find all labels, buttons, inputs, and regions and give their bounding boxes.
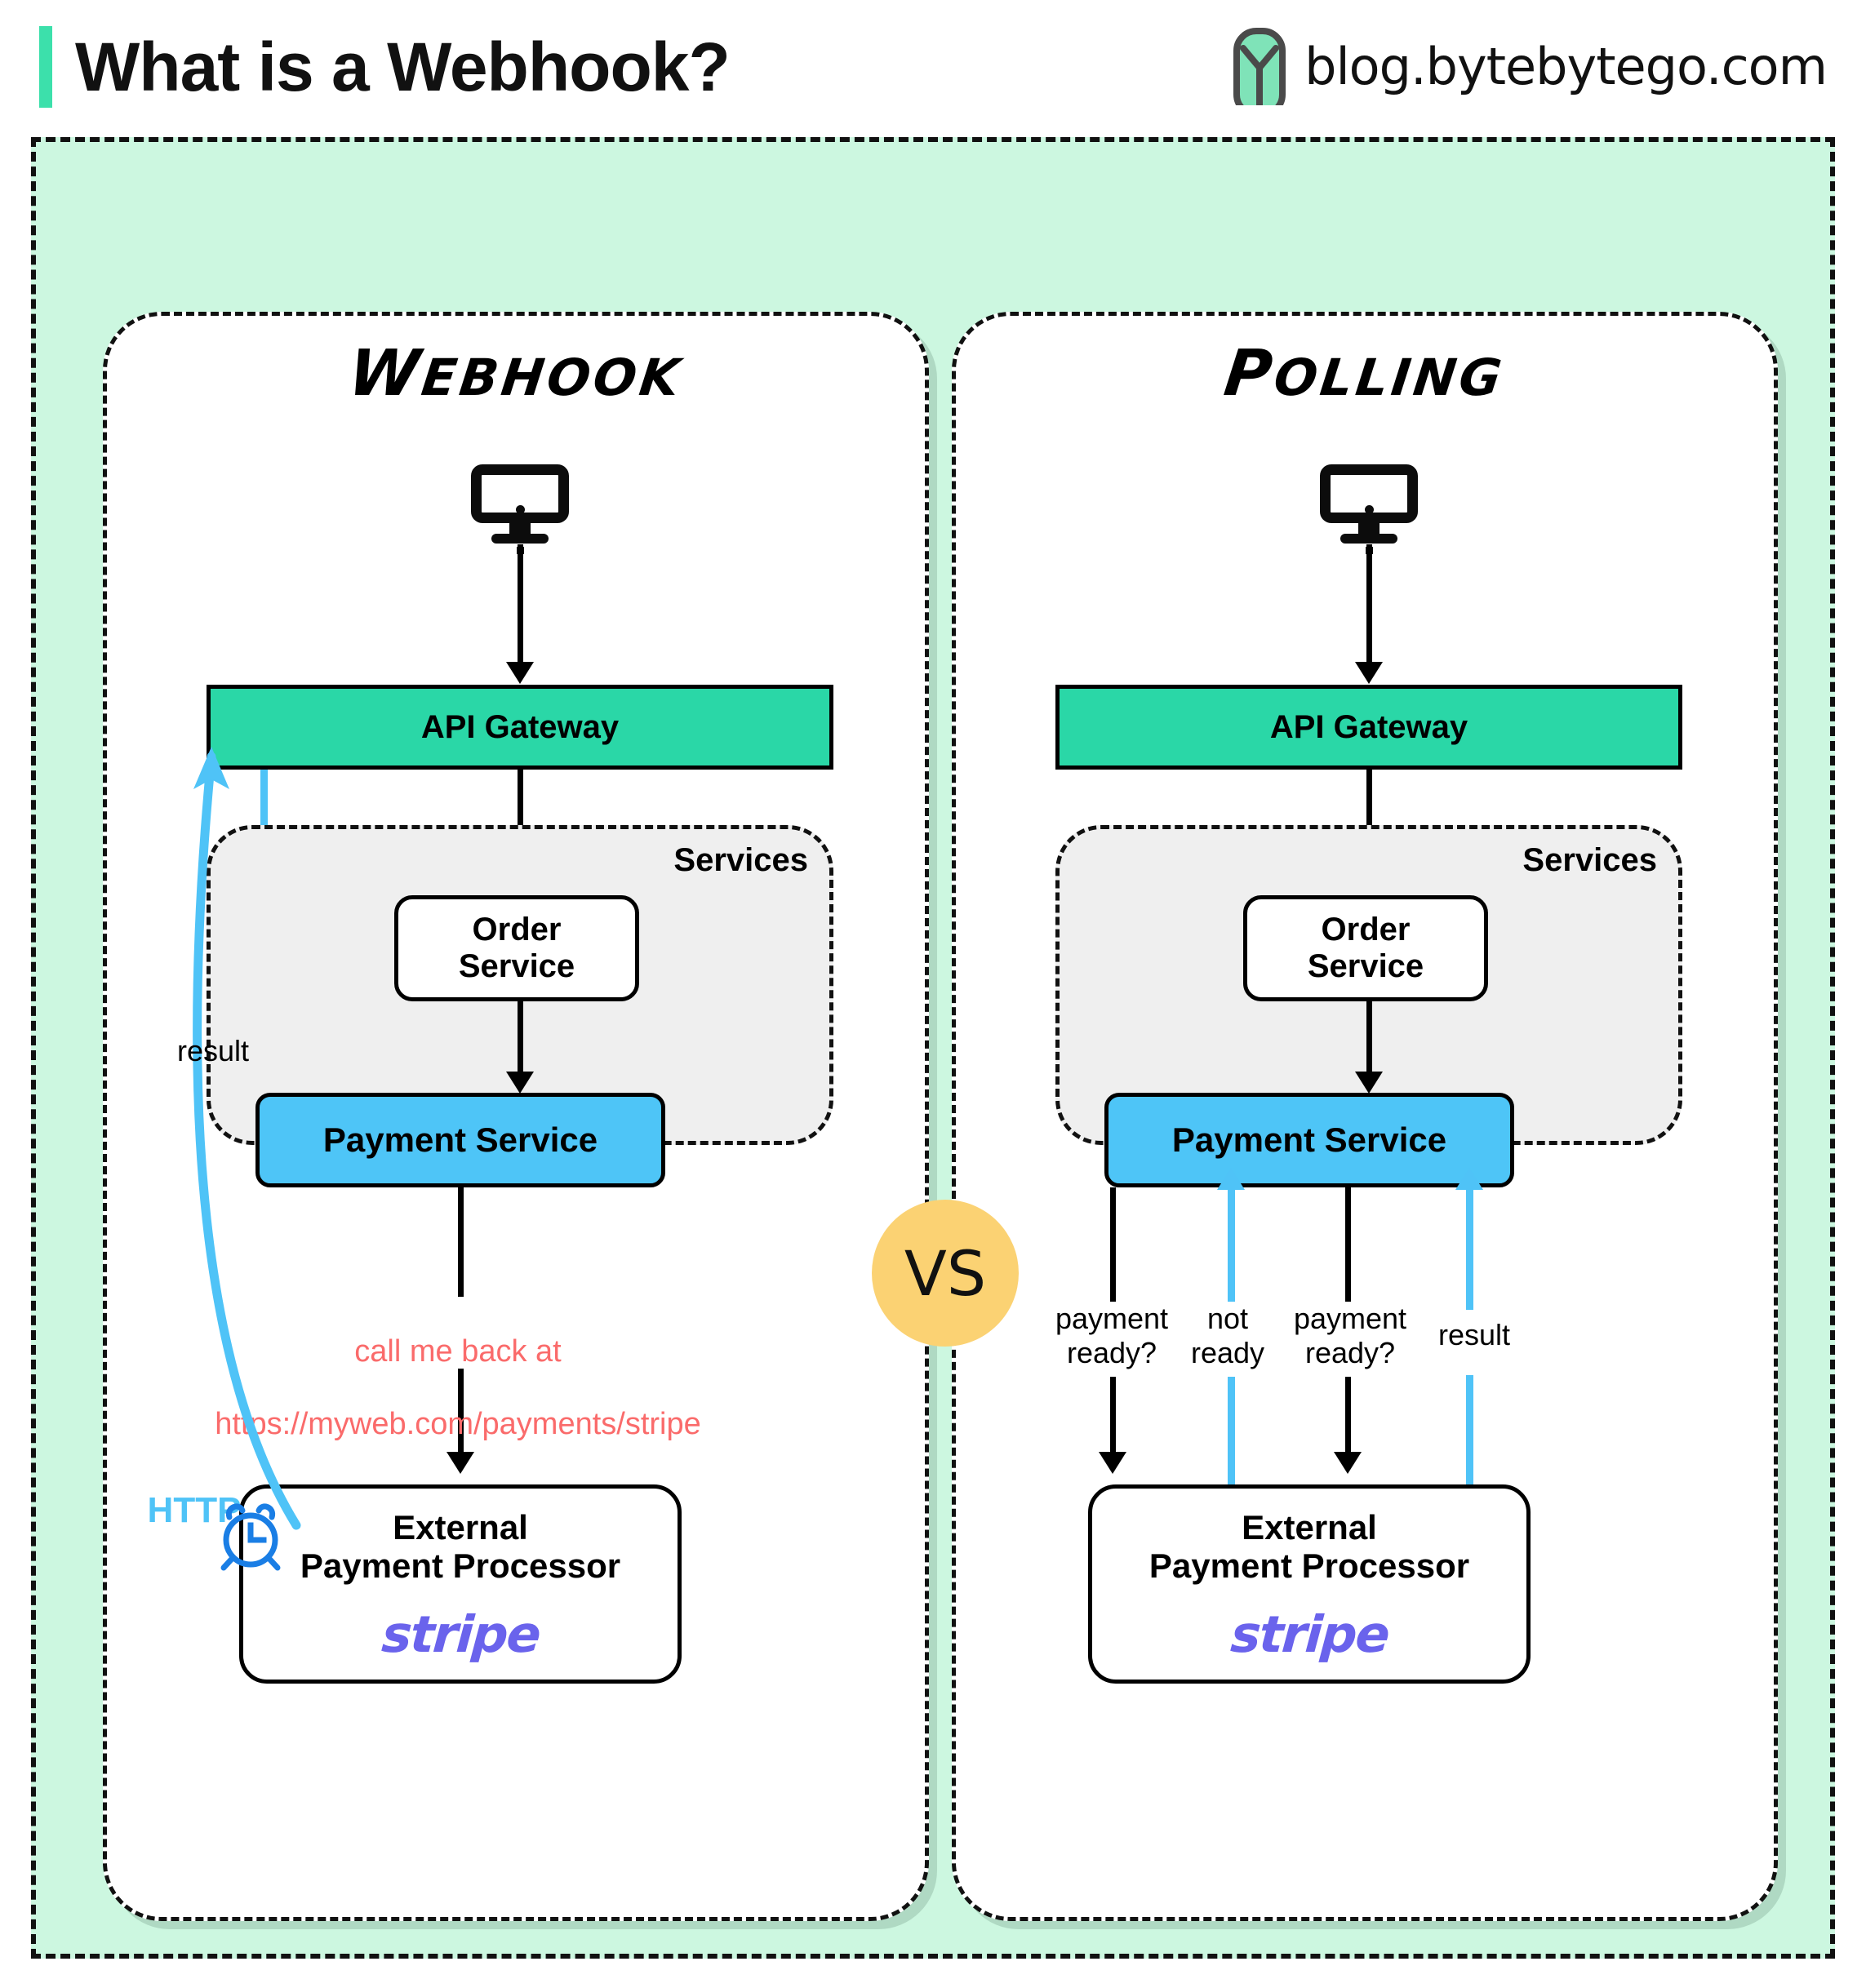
edge-order-to-payment	[518, 1001, 523, 1076]
payment-service-label: Payment Service	[1171, 1120, 1447, 1160]
edge-result-lower	[1466, 1375, 1473, 1484]
arrowhead-payment-to-external	[447, 1452, 474, 1474]
panel-polling: POLLING API Gateway Services Order Servi…	[952, 312, 1778, 1921]
stripe-logo: stripe	[1228, 1604, 1390, 1665]
brand: blog.bytebytego.com	[1233, 23, 1828, 109]
callback-note-line2: https://myweb.com/payments/stripe	[215, 1407, 701, 1442]
title-accent-bar	[39, 26, 52, 108]
edge-order-to-payment	[1366, 1001, 1372, 1076]
edge-client-to-gateway	[1366, 544, 1372, 667]
api-gateway-box[interactable]: API Gateway	[1055, 685, 1682, 770]
order-service-box[interactable]: Order Service	[394, 895, 639, 1001]
edge-result-upper	[1466, 1187, 1473, 1310]
vs-badge: VS	[872, 1200, 1019, 1347]
arrowhead-poll1-reply	[1217, 1168, 1245, 1190]
external-payment-processor-box[interactable]: External Payment Processor stripe	[1088, 1484, 1531, 1684]
api-gateway-box[interactable]: API Gateway	[207, 685, 833, 770]
api-gateway-label: API Gateway	[1269, 708, 1468, 745]
webhook-result-label: result	[176, 1034, 250, 1067]
arrowhead-client-to-gateway	[1355, 662, 1383, 684]
external-processor-label: External Payment Processor	[1148, 1508, 1470, 1586]
edge-poll1-request-upper	[1110, 1187, 1116, 1302]
arrowhead-order-to-payment	[506, 1072, 534, 1094]
payment-service-label: Payment Service	[322, 1120, 598, 1160]
alarm-clock-icon	[220, 1503, 281, 1571]
edge-poll2-request-lower	[1345, 1377, 1351, 1458]
monitor-icon	[471, 464, 569, 554]
payment-service-box[interactable]: Payment Service	[255, 1093, 665, 1187]
panel-webhook: WEBHOOK API Gateway Services	[103, 312, 929, 1921]
monitor-icon	[1320, 464, 1418, 554]
edge-client-to-gateway	[518, 544, 523, 667]
edge-payment-to-external-upper	[458, 1187, 464, 1297]
poll2-request-label: payment ready?	[1293, 1302, 1407, 1370]
order-service-label: Order Service	[458, 912, 575, 984]
external-processor-label: External Payment Processor	[300, 1508, 621, 1586]
edge-poll1-reply-lower	[1228, 1377, 1235, 1484]
order-service-box[interactable]: Order Service	[1243, 895, 1488, 1001]
diagram-canvas: WEBHOOK API Gateway Services	[31, 137, 1835, 1959]
payment-service-box[interactable]: Payment Service	[1104, 1093, 1514, 1187]
page-header: What is a Webhook? blog.bytebytego.com	[0, 0, 1866, 135]
webhook-stage: API Gateway Services Order Service Payme…	[107, 316, 933, 1925]
services-label: Services	[673, 842, 808, 878]
poll1-request-label: payment ready?	[1055, 1302, 1169, 1370]
edge-poll1-reply-upper	[1228, 1187, 1235, 1302]
external-payment-processor-box[interactable]: External Payment Processor stripe	[239, 1484, 682, 1684]
brand-text: blog.bytebytego.com	[1304, 36, 1828, 96]
api-gateway-label: API Gateway	[420, 708, 620, 745]
edge-poll2-request-upper	[1345, 1187, 1351, 1302]
callback-note-line1: call me back at	[354, 1333, 562, 1369]
services-label: Services	[1522, 842, 1657, 878]
page-title: What is a Webhook?	[75, 29, 731, 105]
callback-note: call me back at https://myweb.com/paymen…	[148, 1297, 768, 1480]
order-service-label: Order Service	[1307, 912, 1424, 984]
arrowhead-result	[1455, 1168, 1483, 1190]
arrowhead-client-to-gateway	[506, 662, 534, 684]
edge-payment-to-external-lower	[458, 1369, 464, 1458]
stripe-logo: stripe	[380, 1604, 541, 1665]
bytebytego-logo-icon	[1233, 28, 1286, 105]
edge-poll1-request-lower	[1110, 1377, 1116, 1458]
poll1-reply-label: not ready	[1190, 1302, 1265, 1370]
arrowhead-poll1-request	[1099, 1452, 1126, 1474]
arrowhead-poll2-request	[1334, 1452, 1362, 1474]
result-label: result	[1437, 1318, 1511, 1351]
polling-stage: API Gateway Services Order Service Payme…	[956, 316, 1782, 1925]
arrowhead-order-to-payment	[1355, 1072, 1383, 1094]
http-label: HTTP	[147, 1490, 242, 1530]
